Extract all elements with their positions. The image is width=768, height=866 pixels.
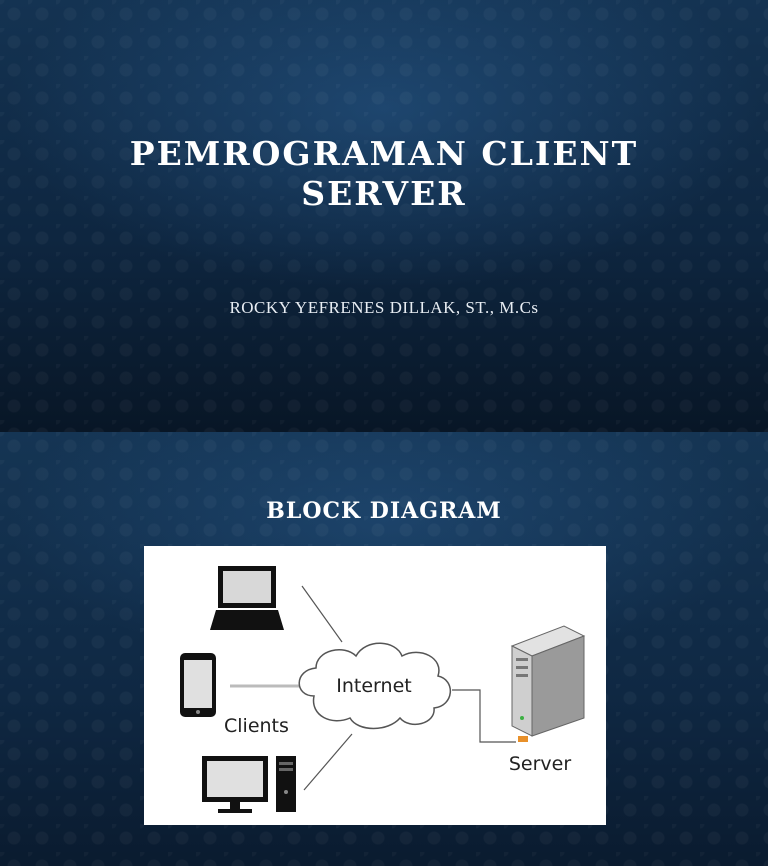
title-line-1: PEMROGRAMAN CLIENT xyxy=(129,134,639,173)
desktop-computer-icon xyxy=(202,756,296,813)
author-name: ROCKY YEFRENES DILLAK, ST., M.Cs xyxy=(229,298,539,317)
server-tower-icon xyxy=(510,625,586,742)
server-connector-line xyxy=(452,689,516,743)
slide-title: PEMROGRAMAN CLIENT SERVER xyxy=(0,134,768,214)
slide-heading: BLOCK DIAGRAM xyxy=(266,498,502,524)
internet-cloud-icon xyxy=(298,642,452,730)
client-server-diagram: Internet Clients Server xyxy=(180,566,586,813)
clients-label: Clients xyxy=(224,715,289,737)
laptop-icon xyxy=(210,566,284,630)
smartphone-icon xyxy=(180,653,216,717)
block-diagram-slide: BLOCK DIAGRAM xyxy=(0,432,768,866)
laptop-connector-line xyxy=(301,585,343,643)
title-slide: PEMROGRAMAN CLIENT SERVER ROCKY YEFRENES… xyxy=(0,0,768,432)
internet-label: Internet xyxy=(336,675,411,697)
server-label: Server xyxy=(509,753,571,775)
title-line-2: SERVER xyxy=(301,174,467,213)
desktop-connector-line xyxy=(303,733,353,791)
block-diagram-image: Internet Clients Server xyxy=(144,546,606,825)
